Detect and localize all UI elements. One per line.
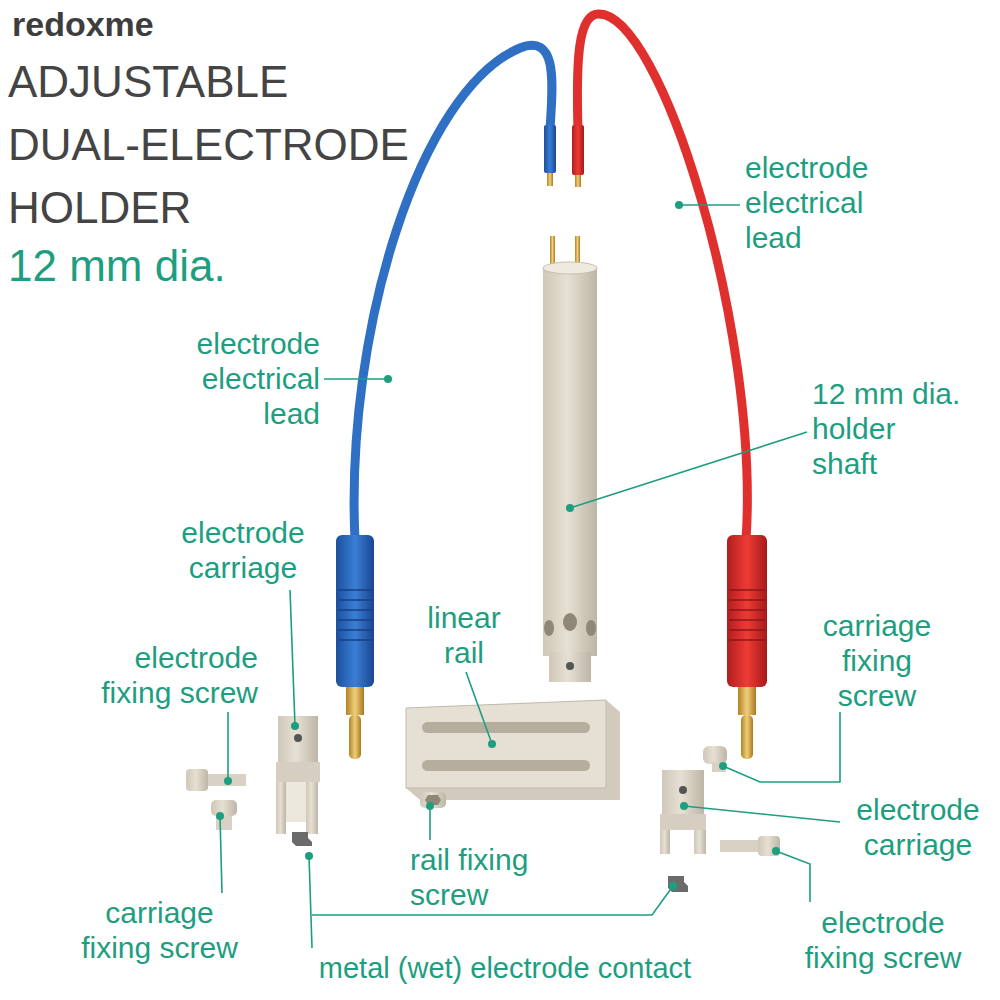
title: ADJUSTABLE DUAL-ELECTRODE HOLDER (8, 50, 423, 239)
part-label: carriage fixing screw (72, 895, 247, 965)
part-label: carriage fixing screw (812, 608, 942, 713)
part-label: rail fixing screw (410, 842, 560, 912)
part-label: electrode carriage (168, 515, 318, 585)
part-label: electrode carriage (843, 792, 993, 862)
part-label: linear rail (414, 600, 514, 670)
part-label: metal (wet) electrode contact (270, 950, 740, 986)
part-label: electrode electrical lead (170, 326, 320, 431)
brand-logo: redoxme (12, 4, 252, 44)
part-label: electrode electrical lead (745, 150, 895, 255)
part-label: electrode fixing screw (788, 905, 978, 975)
part-label: electrode fixing screw (68, 640, 258, 710)
subtitle: 12 mm dia. (8, 240, 308, 292)
part-label: 12 mm dia. holder shaft (812, 376, 965, 481)
